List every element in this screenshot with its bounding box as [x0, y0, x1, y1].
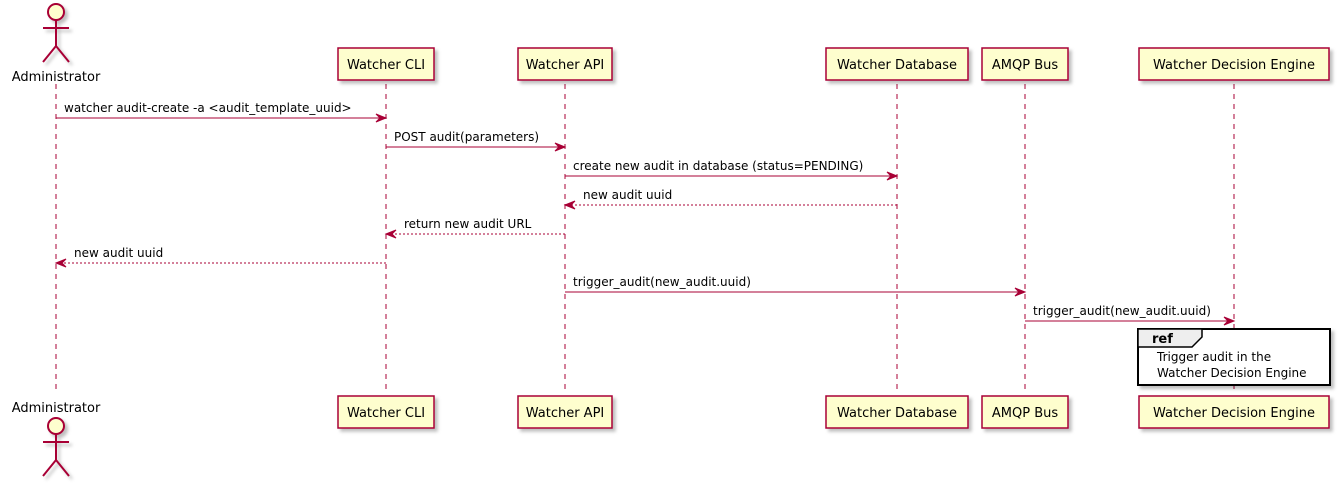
participant-api-bottom: Watcher API	[517, 395, 613, 429]
participant-label: Watcher Decision Engine	[1153, 406, 1315, 421]
participant-box	[517, 47, 613, 81]
participant-label: Watcher API	[526, 406, 605, 421]
participant-label: Watcher CLI	[347, 58, 425, 73]
ref-text-line: Trigger audit in the	[1156, 350, 1271, 364]
message-label: POST audit(parameters)	[394, 130, 539, 144]
participant-box	[517, 395, 613, 429]
message-arrowhead	[554, 142, 567, 152]
message-7: trigger_audit(new_audit.uuid)	[565, 275, 1027, 297]
actor-figure	[42, 3, 70, 63]
participant-cli-bottom: Watcher CLI	[337, 395, 435, 429]
participant-label: AMQP Bus	[992, 406, 1058, 421]
message-1: watcher audit-create -a <audit_template_…	[56, 101, 388, 123]
participant-box	[337, 47, 435, 81]
message-label: create new audit in database (status=PEN…	[573, 159, 863, 173]
actor-figure	[42, 417, 70, 477]
message-arrowhead	[563, 200, 576, 210]
participant-label: AMQP Bus	[992, 58, 1058, 73]
message-arrowhead	[54, 258, 67, 268]
participant-label: Watcher Database	[837, 58, 957, 73]
message-label: new audit uuid	[74, 246, 163, 260]
participant-box	[337, 395, 435, 429]
participant-cli-top: Watcher CLI	[337, 47, 435, 81]
message-arrowhead	[384, 229, 397, 239]
participant-box	[1138, 47, 1330, 81]
actor-admin-bottom: Administrator	[12, 401, 101, 477]
participants-bottom: Administrator Watcher CLI Watcher API Watch…	[12, 395, 1330, 477]
message-label: trigger_audit(new_audit.uuid)	[1033, 304, 1211, 318]
participant-db-bottom: Watcher Database	[825, 395, 969, 429]
participant-box	[1138, 395, 1330, 429]
participant-box	[981, 395, 1069, 429]
participant-amqp-bottom: AMQP Bus	[981, 395, 1069, 429]
ref-text-line: Watcher Decision Engine	[1157, 366, 1307, 380]
actor-label: Administrator	[12, 70, 101, 85]
message-label: return new audit URL	[404, 217, 532, 231]
message-4: new audit uuid	[563, 188, 897, 210]
participant-label: Watcher CLI	[347, 406, 425, 421]
message-arrowhead	[886, 171, 899, 181]
message-arrowhead	[375, 113, 388, 123]
message-3: create new audit in database (status=PEN…	[565, 159, 899, 181]
ref-tag-label: ref	[1152, 332, 1173, 347]
participants-top: Administrator Watcher CLI Watcher API Watch…	[12, 3, 1330, 85]
ref-tag-shape	[1137, 328, 1203, 348]
message-label: new audit uuid	[583, 188, 672, 202]
participant-engine-top: Watcher Decision Engine	[1138, 47, 1330, 81]
message-5: return new audit URL	[384, 217, 565, 239]
participant-label: Watcher Decision Engine	[1153, 58, 1315, 73]
message-2: POST audit(parameters)	[386, 130, 567, 152]
participant-label: Watcher API	[526, 58, 605, 73]
participant-amqp-top: AMQP Bus	[981, 47, 1069, 81]
participant-box	[825, 395, 969, 429]
actor-label: Administrator	[12, 401, 101, 416]
message-label: watcher audit-create -a <audit_template_…	[64, 101, 352, 115]
message-6: new audit uuid	[54, 246, 386, 268]
participant-api-top: Watcher API	[517, 47, 613, 81]
actor-admin-top: Administrator	[12, 3, 101, 85]
message-label: trigger_audit(new_audit.uuid)	[573, 275, 751, 289]
participant-engine-bottom: Watcher Decision Engine	[1138, 395, 1330, 429]
message-arrowhead	[1223, 316, 1236, 326]
message-8: trigger_audit(new_audit.uuid)	[1025, 304, 1236, 326]
participant-box	[981, 47, 1069, 81]
participant-db-top: Watcher Database	[825, 47, 969, 81]
participant-box	[825, 47, 969, 81]
participant-label: Watcher Database	[837, 406, 957, 421]
messages: watcher audit-create -a <audit_template_…	[54, 101, 1236, 326]
lifelines	[55, 84, 1235, 394]
message-arrowhead	[1014, 287, 1027, 297]
